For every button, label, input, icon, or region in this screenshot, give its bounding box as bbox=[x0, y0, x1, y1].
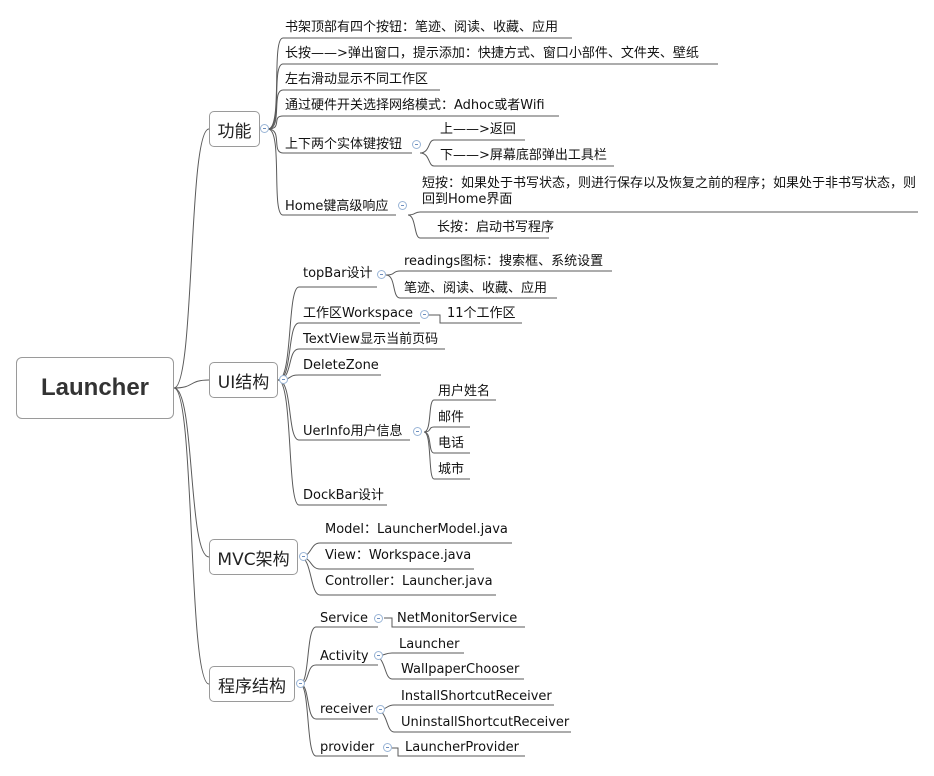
node-home-short-press[interactable]: 短按：如果处于书写状态，则进行保存以及恢复之前的程序；如果处于非书写状态，则回到… bbox=[422, 176, 917, 207]
node-home-long-press[interactable]: 长按：启动书写程序 bbox=[437, 220, 555, 235]
node-feature-bookshelf-buttons[interactable]: 书架顶部有四个按钮：笔迹、阅读、收藏、应用 bbox=[285, 20, 559, 35]
node-topbar-readings[interactable]: readings图标：搜索框、系统设置 bbox=[404, 254, 604, 269]
node-deletezone[interactable]: DeleteZone bbox=[303, 358, 379, 373]
node-feature-home-key[interactable]: Home键高级响应 bbox=[285, 199, 389, 214]
collapse-toggle-icon[interactable] bbox=[398, 201, 407, 210]
node-key-up[interactable]: 上——>返回 bbox=[440, 122, 516, 137]
node-topbar[interactable]: topBar设计 bbox=[303, 266, 373, 281]
node-receiver[interactable]: receiver bbox=[320, 702, 373, 717]
branch-mvc[interactable]: MVC架构 bbox=[209, 539, 298, 575]
collapse-toggle-icon[interactable] bbox=[377, 270, 386, 279]
node-textview[interactable]: TextView显示当前页码 bbox=[303, 332, 439, 347]
collapse-toggle-icon[interactable] bbox=[279, 375, 288, 384]
node-dockbar[interactable]: DockBar设计 bbox=[303, 488, 384, 503]
node-userinfo-name[interactable]: 用户姓名 bbox=[438, 384, 491, 399]
node-workspace-count[interactable]: 11个工作区 bbox=[447, 306, 516, 321]
node-userinfo-city[interactable]: 城市 bbox=[438, 462, 465, 477]
node-feature-network-mode[interactable]: 通过硬件开关选择网络模式：Adhoc或者Wifi bbox=[285, 98, 545, 113]
branch-features[interactable]: 功能 bbox=[209, 111, 260, 147]
collapse-toggle-icon[interactable] bbox=[374, 614, 383, 623]
node-userinfo-phone[interactable]: 电话 bbox=[438, 436, 465, 451]
node-userinfo-email[interactable]: 邮件 bbox=[438, 410, 465, 425]
collapse-toggle-icon[interactable] bbox=[412, 140, 421, 149]
node-activity[interactable]: Activity bbox=[320, 649, 369, 664]
collapse-toggle-icon[interactable] bbox=[376, 705, 385, 714]
node-receiver-uninstall[interactable]: UninstallShortcutReceiver bbox=[401, 715, 570, 730]
node-activity-launcher[interactable]: Launcher bbox=[399, 637, 460, 652]
branch-ui-structure[interactable]: UI结构 bbox=[209, 362, 278, 398]
node-key-down[interactable]: 下——>屏幕底部弹出工具栏 bbox=[440, 148, 607, 163]
node-feature-hardware-keys[interactable]: 上下两个实体键按钮 bbox=[285, 137, 403, 152]
node-userinfo[interactable]: UerInfo用户信息 bbox=[303, 424, 403, 439]
node-receiver-install[interactable]: InstallShortcutReceiver bbox=[401, 689, 552, 704]
node-workspace[interactable]: 工作区Workspace bbox=[303, 306, 414, 321]
node-mvc-controller[interactable]: Controller：Launcher.java bbox=[325, 574, 493, 589]
collapse-toggle-icon[interactable] bbox=[420, 310, 429, 319]
node-service[interactable]: Service bbox=[320, 611, 369, 626]
collapse-toggle-icon[interactable] bbox=[374, 651, 383, 660]
node-service-netmonitor[interactable]: NetMonitorService bbox=[397, 611, 518, 626]
collapse-toggle-icon[interactable] bbox=[296, 679, 305, 688]
collapse-toggle-icon[interactable] bbox=[299, 552, 308, 561]
node-feature-long-press[interactable]: 长按——>弹出窗口，提示添加：快捷方式、窗口小部件、文件夹、壁纸 bbox=[285, 46, 699, 61]
branch-program-structure[interactable]: 程序结构 bbox=[209, 666, 295, 702]
collapse-toggle-icon[interactable] bbox=[260, 124, 269, 133]
collapse-toggle-icon[interactable] bbox=[383, 743, 392, 752]
collapse-toggle-icon[interactable] bbox=[413, 427, 422, 436]
node-mvc-model[interactable]: Model：LauncherModel.java bbox=[325, 522, 508, 537]
node-provider-launcher[interactable]: LauncherProvider bbox=[405, 740, 519, 755]
node-mvc-view[interactable]: View：Workspace.java bbox=[325, 548, 472, 563]
node-activity-wallpaper[interactable]: WallpaperChooser bbox=[401, 662, 520, 677]
node-feature-swipe[interactable]: 左右滑动显示不同工作区 bbox=[285, 72, 429, 87]
node-topbar-buttons[interactable]: 笔迹、阅读、收藏、应用 bbox=[404, 281, 548, 296]
node-provider[interactable]: provider bbox=[320, 740, 375, 755]
root-node[interactable]: Launcher bbox=[16, 357, 174, 419]
